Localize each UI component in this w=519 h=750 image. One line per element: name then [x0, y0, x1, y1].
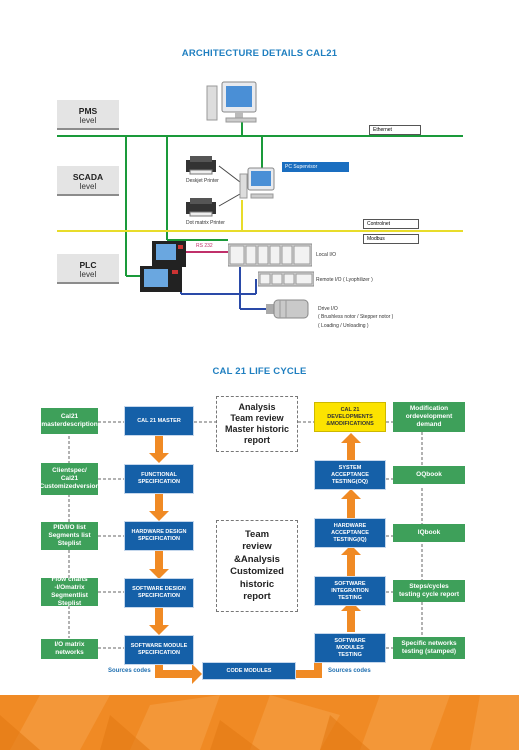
rs232-label: RS 232 — [196, 243, 213, 249]
dot-matrix-label: Dot matrix Printer — [186, 220, 225, 226]
level-pms-sub: level — [79, 116, 97, 125]
doc-modification-demand: Modification ordevelopment demand — [393, 402, 465, 432]
sources-codes-right: Sources codes — [328, 668, 371, 674]
architecture-title: ARCHITECTURE DETAILS CAL21 — [181, 48, 338, 59]
level-pms-name: PMS — [78, 106, 98, 116]
phase-software-design-spec: SOFTWARE DESIGN SPECIFICATION — [124, 578, 194, 608]
doc-iq-book: IQbook — [393, 524, 465, 542]
ethernet-label: Ethernet — [369, 125, 421, 135]
remote-io-label: Remote I/O ( Lyophilizer ) — [316, 277, 373, 283]
modbus-label: Modbus — [363, 234, 419, 244]
doc-io-matrix: I/O matrix networks — [41, 639, 98, 659]
phase-system-acceptance: SYSTEM ACCEPTANCE TESTING(OQ) — [314, 460, 386, 490]
footer-pattern — [0, 695, 519, 750]
dot-matrix-printer-icon — [186, 198, 216, 217]
level-scada-name: SCADA — [72, 172, 104, 182]
drive-io-label-3: ( Loading / Unloading ) — [318, 323, 369, 329]
level-scada-sub: level — [79, 182, 97, 191]
review-box-master: Analysis Team review Master historic rep… — [216, 396, 298, 452]
local-io-rack-icon — [228, 243, 312, 267]
doc-oq-book: OQbook — [393, 466, 465, 484]
level-scada: SCADA level — [57, 166, 119, 196]
phase-hardware-design-spec: HARDWARE DESIGN SPECIFICATION — [124, 521, 194, 551]
doc-pid-io-list: PID/I/O list Segments list Steplist — [41, 522, 98, 550]
pms-computer-icon — [206, 81, 257, 123]
level-plc-sub: level — [79, 270, 97, 279]
doc-networks-testing: Specific networks testing (stamped) — [393, 637, 465, 659]
pc-supervisor-label: PC Supervisor — [282, 162, 349, 172]
operator-panel-2-icon — [140, 266, 182, 292]
phase-functional-spec: FUNCTIONAL SPECIFICATION — [124, 464, 194, 494]
doc-client-spec: Clientspec/ Cal21 Customizedversion — [40, 463, 99, 495]
operator-panel-1-icon — [152, 241, 186, 267]
pc-supervisor-icon — [239, 167, 275, 199]
review-box-customized: Team review &Analysis Customized histori… — [216, 520, 298, 612]
drive-io-label-2: ( Brushless notor / Stepper notor ) — [318, 314, 394, 320]
phase-software-integration: SOFTWARE INTEGRATION TESTING — [314, 576, 386, 606]
phase-software-modules-testing: SOFTWARE MODULES TESTING — [314, 633, 386, 663]
phase-cal21-developments: CAL 21 DEVELOPMENTS &MODIFICATIONS — [314, 402, 386, 432]
phase-hardware-acceptance: HARDWARE ACCEPTANCE TESTING(IQ) — [314, 518, 386, 548]
local-io-label: Local I/O — [316, 252, 337, 258]
doc-master-description: Cal21 masterdescription — [41, 408, 98, 434]
lifecycle-connectors — [68, 421, 423, 684]
sources-codes-left: Sources codes — [108, 668, 151, 674]
phase-software-module-spec: SOFTWARE MODULE SPECIFICATION — [124, 635, 194, 665]
level-plc: PLC level — [57, 254, 119, 284]
controlnet-label: Controlnet — [363, 219, 419, 229]
phase-cal21-master: CAL 21 MASTER — [124, 406, 194, 436]
deskjet-label: Deskjet Printer — [186, 178, 219, 184]
deskjet-printer-icon — [186, 156, 216, 175]
drive-io-label-1: Drive I/O — [318, 306, 338, 312]
level-plc-name: PLC — [79, 260, 97, 270]
doc-flow-charts: Flow charts -I/Omatrix Segmentlist Stepl… — [41, 576, 98, 607]
footer-band — [0, 695, 519, 750]
lifecycle-title: CAL 21 LIFE CYCLE — [212, 366, 307, 377]
drive-motor-icon — [266, 299, 309, 319]
code-modules-box: CODE MODULES — [202, 662, 296, 680]
doc-steps-cycles-report: Steps/cycles testing cycle report — [393, 580, 465, 602]
remote-io-rack-icon — [258, 271, 314, 287]
level-pms: PMS level — [57, 100, 119, 130]
